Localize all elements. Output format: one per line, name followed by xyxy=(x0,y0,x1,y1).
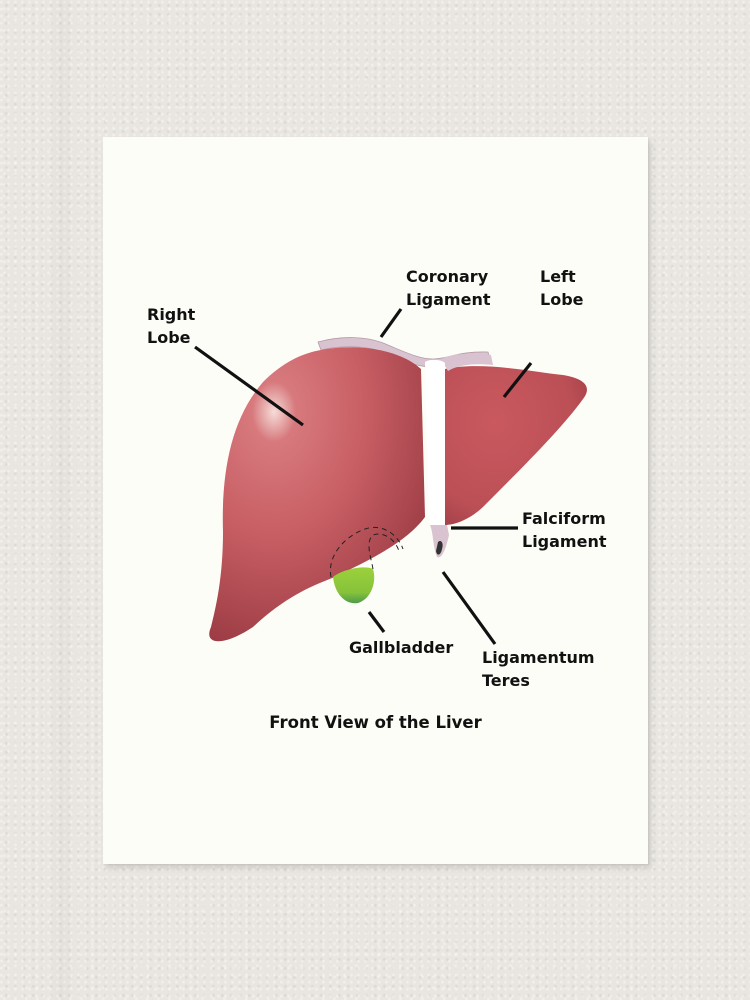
falciform-ligament xyxy=(425,359,447,557)
pointer-lines xyxy=(194,308,533,645)
label-right-lobe: Right Lobe xyxy=(147,305,196,347)
ligamentum-teres xyxy=(436,540,443,555)
label-falciform-ligament: Falciform Ligament xyxy=(522,509,607,551)
label-gallbladder: Gallbladder xyxy=(349,638,454,657)
liver-illustration xyxy=(194,308,587,645)
label-coronary-ligament: Coronary Ligament xyxy=(406,267,491,309)
right-lobe xyxy=(209,347,425,642)
diagram-title: Front View of the Liver xyxy=(269,713,482,732)
label-left-lobe: Left Lobe xyxy=(540,267,584,309)
gallbladder xyxy=(333,567,375,604)
wall-texture xyxy=(48,0,76,1000)
gallbladder-hidden-outline xyxy=(329,527,404,578)
label-ligamentum-teres: Ligamentum Teres xyxy=(482,648,595,690)
art-print: Right Lobe Coronary Ligament Left Lobe F… xyxy=(103,137,648,864)
left-lobe xyxy=(445,366,587,525)
